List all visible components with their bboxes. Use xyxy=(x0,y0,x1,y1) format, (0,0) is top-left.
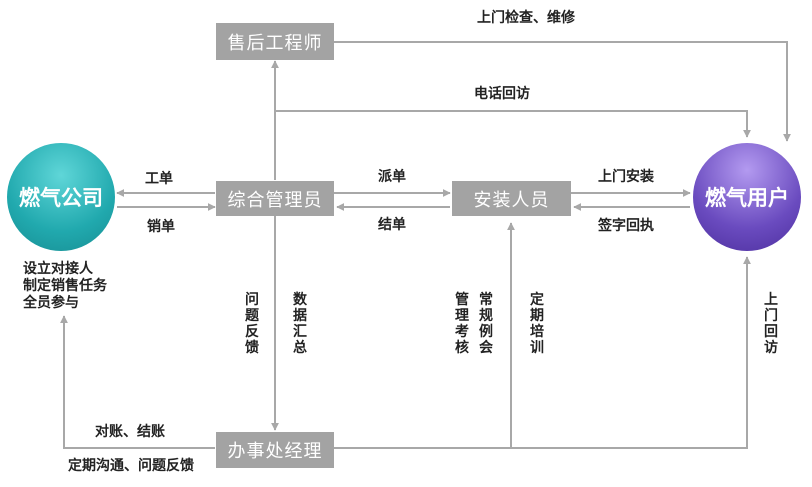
installer-node: 安装人员 xyxy=(452,181,571,216)
office-manager-node: 办事处经理 xyxy=(216,432,334,468)
label-dispatch: 派单 xyxy=(378,169,406,185)
edge-engineer-to-user xyxy=(334,41,791,142)
label-manage-review: 管理考核 xyxy=(455,292,469,356)
label-problem-feedback: 问题反馈 xyxy=(245,292,259,356)
installer-label: 安装人员 xyxy=(473,189,550,211)
edge-office-to-company xyxy=(60,315,215,449)
gas-user-label: 燃气用户 xyxy=(705,186,789,210)
label-onsite-inspect-repair: 上门检查、维修 xyxy=(477,10,575,26)
gas-user-node: 燃气用户 xyxy=(693,143,801,251)
label-phone-followup: 电话回访 xyxy=(474,86,530,102)
label-work-order: 工单 xyxy=(145,171,173,187)
company-note: 设立对接人 xyxy=(23,261,93,277)
edge-phone-followup xyxy=(275,110,751,138)
general-manager-node: 综合管理员 xyxy=(216,181,334,216)
label-data-summary: 数据汇总 xyxy=(293,292,307,356)
gas-company-label: 燃气公司 xyxy=(19,186,103,210)
general-manager-label: 综合管理员 xyxy=(227,189,323,211)
label-regular-meeting: 常规例会 xyxy=(479,292,493,356)
gas-company-node: 燃气公司 xyxy=(7,143,115,251)
label-sign-followup: 签字回执 xyxy=(598,218,654,234)
company-notes: 设立对接人 制定销售任务 全员参与 xyxy=(23,261,107,312)
label-periodic-training: 定期培训 xyxy=(530,292,544,356)
office-manager-label: 办事处经理 xyxy=(227,441,323,462)
label-cancel-order: 销单 xyxy=(147,219,175,235)
label-onsite-install: 上门安装 xyxy=(598,169,654,185)
label-onsite-followup: 上门回访 xyxy=(764,292,778,356)
after-sales-engineer-node: 售后工程师 xyxy=(216,23,334,60)
after-sales-engineer-label: 售后工程师 xyxy=(227,32,323,54)
label-close-order: 结单 xyxy=(378,217,406,233)
company-note: 全员参与 xyxy=(23,295,79,311)
label-reconcile-settle: 对账、结账 xyxy=(95,424,165,440)
edge-office-to-user xyxy=(334,256,751,449)
company-note: 制定销售任务 xyxy=(23,278,107,294)
label-regular-comm-feedback: 定期沟通、问题反馈 xyxy=(68,458,194,474)
